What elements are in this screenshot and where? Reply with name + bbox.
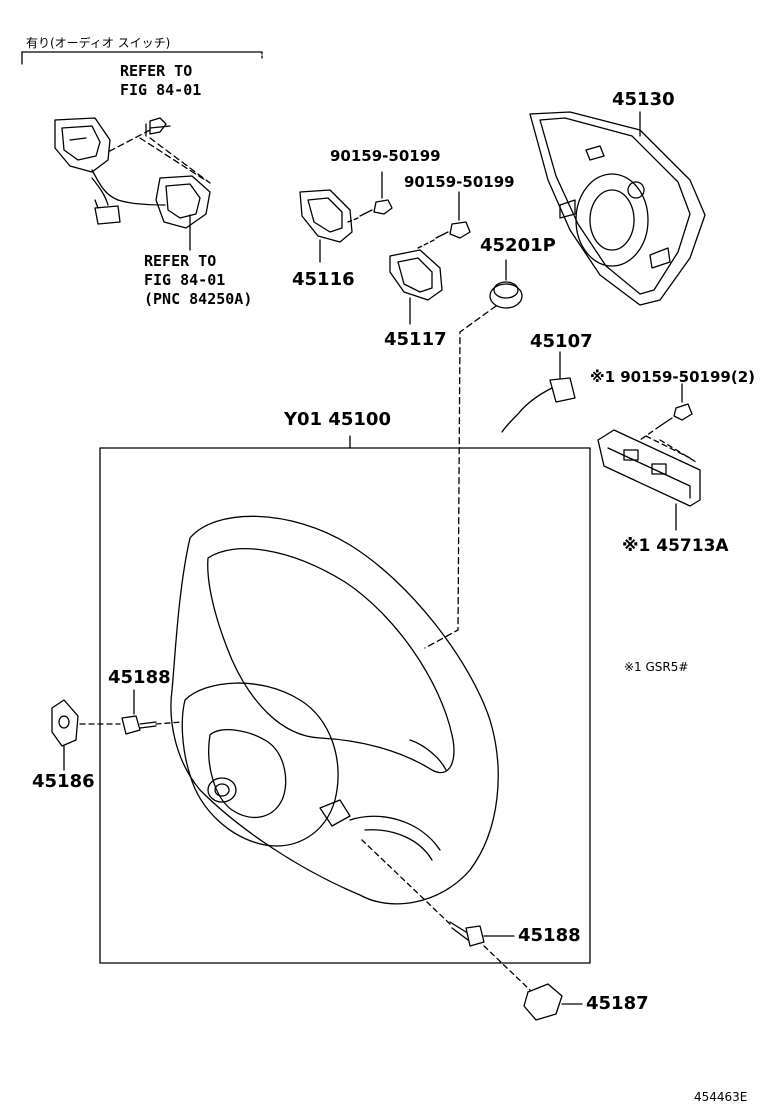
airbag-drawing <box>529 111 706 306</box>
header-note: 有り(オーディオ スイッチ) <box>26 36 171 50</box>
cap-45187-drawing <box>523 983 583 1021</box>
audio-switch-assembly-drawing <box>54 117 211 229</box>
figure-code: 454463E <box>694 1090 748 1104</box>
screw-90159-c <box>659 383 693 427</box>
bracket-45713a-drawing <box>597 429 701 531</box>
assembly-box <box>99 447 591 964</box>
bolt-45188-b <box>449 921 515 947</box>
label-45117: 45117 <box>384 329 447 350</box>
clip-45186-drawing <box>51 699 79 771</box>
leader-45201p <box>424 305 497 649</box>
label-90159-c: ※1 90159-50199(2) <box>590 368 755 386</box>
label-90159-b: 90159-50199 <box>404 173 515 191</box>
bolt-45188-a <box>121 689 157 735</box>
refer-bottom-line2: FIG 84-01 <box>144 271 226 289</box>
label-90159-a: 90159-50199 <box>330 147 441 165</box>
label-45116: 45116 <box>292 269 355 290</box>
label-45187: 45187 <box>586 993 649 1014</box>
cover-45117-drawing <box>389 249 443 325</box>
label-45107: 45107 <box>530 331 593 352</box>
label-45201p: 45201P <box>480 235 556 256</box>
header-bracket <box>21 51 263 65</box>
label-45130: 45130 <box>612 89 675 110</box>
refer-bottom-line3: (PNC 84250A) <box>144 290 253 308</box>
bushing-45201p-drawing <box>489 259 523 309</box>
refer-top-line2: FIG 84-01 <box>120 81 202 99</box>
screw-90159-a <box>359 171 393 217</box>
refer-top-line1: REFER TO <box>120 62 193 80</box>
cover-45116-drawing <box>299 189 353 263</box>
refer-bottom-line1: REFER TO <box>144 252 217 270</box>
steering-wheel-drawing <box>170 515 499 905</box>
label-45713a: ※1 45713A <box>622 536 729 556</box>
wire-45107-drawing <box>501 351 576 433</box>
label-45188-a: 45188 <box>108 667 171 688</box>
leader-45713a-dashes <box>639 425 697 463</box>
label-45100: Y01 45100 <box>284 409 391 430</box>
audio-switch-leader-lines <box>107 129 211 184</box>
label-45186: 45186 <box>32 771 95 792</box>
footnote: ※1 GSR5# <box>624 660 689 674</box>
label-45188-b: 45188 <box>518 925 581 946</box>
screw-90159-b <box>435 191 471 239</box>
